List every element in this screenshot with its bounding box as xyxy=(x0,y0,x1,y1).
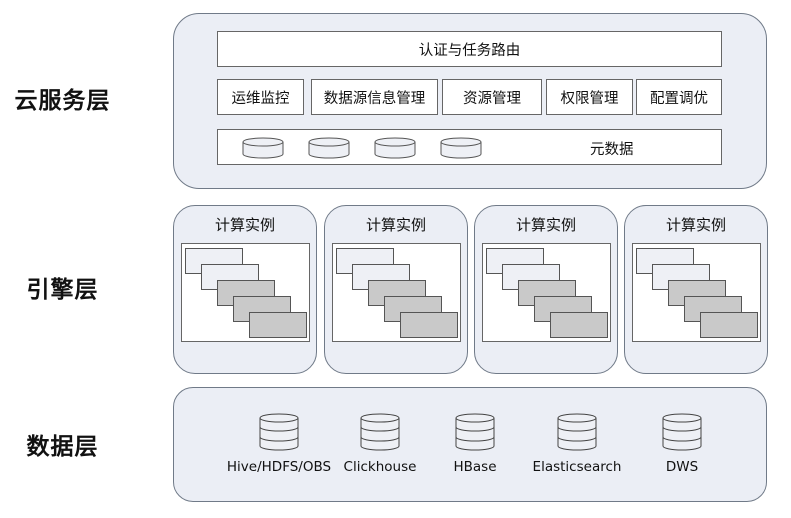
task-stack-frame xyxy=(632,243,761,342)
cloud-layer-label: 云服务层 xyxy=(14,88,111,114)
task-stack-frame xyxy=(181,243,310,342)
metadata-cylinder-icon xyxy=(374,137,416,159)
data-layer-panel: Hive/HDFS/OBS Clickhouse HBase Elasticse… xyxy=(173,387,767,502)
task-stack-frame xyxy=(482,243,611,342)
data-source-name: Elasticsearch xyxy=(532,459,622,475)
compute-instance-title: 计算实例 xyxy=(665,216,726,234)
data-source-item: Hive/HDFS/OBS xyxy=(209,413,349,475)
module-datasource-management: 数据源信息管理 xyxy=(311,79,438,115)
metadata-label: 元数据 xyxy=(590,142,634,158)
data-source-name: Clickhouse xyxy=(343,459,417,475)
database-stack-icon xyxy=(360,413,400,451)
data-layer-label: 数据层 xyxy=(26,434,99,460)
compute-instance-title: 计算实例 xyxy=(365,216,426,234)
module-config-tuning: 配置调优 xyxy=(636,79,722,115)
task-sheet xyxy=(400,312,458,338)
task-sheet xyxy=(249,312,307,338)
module-ops-monitoring: 运维监控 xyxy=(217,79,304,115)
compute-instance-card: 计算实例 xyxy=(624,205,768,374)
data-source-name: DWS xyxy=(665,459,699,475)
data-source-name: HBase xyxy=(453,459,497,475)
task-sheet xyxy=(550,312,608,338)
task-stack-frame xyxy=(332,243,461,342)
data-source-item: DWS xyxy=(612,413,752,475)
compute-instance-title: 计算实例 xyxy=(214,216,275,234)
database-stack-icon xyxy=(259,413,299,451)
engine-layer-label: 引擎层 xyxy=(26,277,99,303)
compute-instance-card: 计算实例 xyxy=(474,205,618,374)
cloud-layer-panel: 认证与任务路由 运维监控 数据源信息管理 资源管理 权限管理 配置调优 元数据 xyxy=(173,13,767,189)
compute-instance-card: 计算实例 xyxy=(324,205,468,374)
module-resource-management: 资源管理 xyxy=(442,79,542,115)
metadata-cylinder-icon xyxy=(308,137,350,159)
metadata-cylinder-icon xyxy=(242,137,284,159)
data-source-item: Clickhouse xyxy=(310,413,450,475)
auth-routing-box: 认证与任务路由 xyxy=(217,31,722,67)
data-source-item: HBase xyxy=(405,413,545,475)
task-sheet xyxy=(700,312,758,338)
data-source-name: Hive/HDFS/OBS xyxy=(226,459,332,475)
database-stack-icon xyxy=(662,413,702,451)
compute-instance-card: 计算实例 xyxy=(173,205,317,374)
database-stack-icon xyxy=(557,413,597,451)
module-permission-management: 权限管理 xyxy=(546,79,633,115)
metadata-bar: 元数据 xyxy=(217,129,722,165)
metadata-cylinder-icon xyxy=(440,137,482,159)
database-stack-icon xyxy=(455,413,495,451)
compute-instance-title: 计算实例 xyxy=(515,216,576,234)
data-source-item: Elasticsearch xyxy=(507,413,647,475)
